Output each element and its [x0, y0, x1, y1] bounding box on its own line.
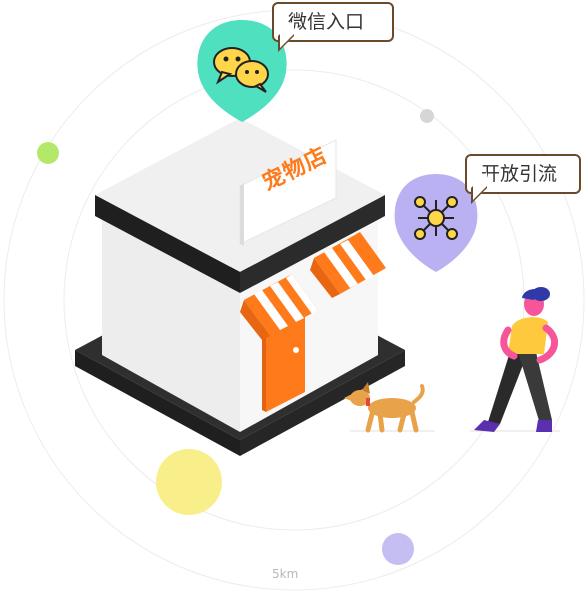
network-pin	[394, 174, 478, 272]
network-icon	[414, 196, 458, 240]
wechat-pin	[197, 20, 287, 122]
person-illustration	[470, 287, 560, 432]
awning-left	[240, 274, 318, 340]
yellow-dot	[156, 449, 222, 515]
store-sign	[239, 139, 337, 246]
open-traffic-callout: 开放引流	[465, 154, 581, 194]
open-traffic-label: 开放引流	[481, 163, 558, 185]
purple-dot	[382, 533, 414, 565]
wechat-entry-label: 微信入口	[288, 11, 365, 33]
wechat-entry-callout: 微信入口	[272, 2, 394, 42]
dog-illustration	[344, 382, 435, 433]
wechat-icon	[213, 47, 269, 93]
green-dot	[37, 142, 59, 164]
distance-label: 5km	[272, 567, 299, 581]
awning-right	[310, 232, 386, 298]
gray-dot	[420, 109, 434, 123]
